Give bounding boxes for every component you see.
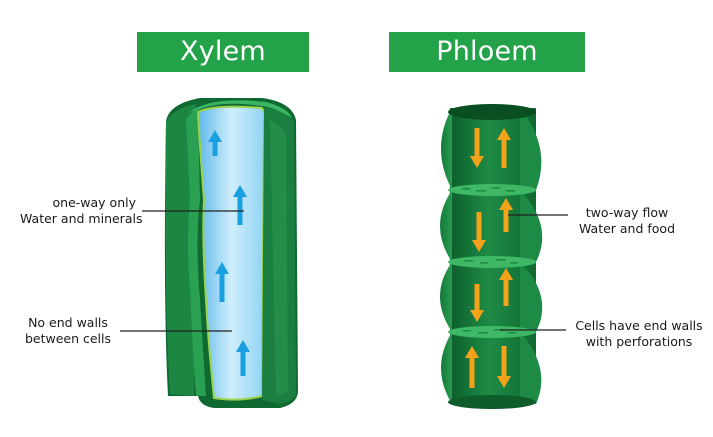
phloem-walls-line-2: with perforations xyxy=(585,334,693,349)
xylem-flow-label: one-way only Water and minerals xyxy=(20,195,143,227)
phloem-lobe xyxy=(520,262,543,332)
phloem-top-opening xyxy=(448,104,536,120)
phloem-lobe xyxy=(440,262,452,332)
perforation xyxy=(496,259,506,261)
xylem-vessel xyxy=(164,98,298,408)
phloem-lobe xyxy=(520,108,542,190)
xylem-wall-face xyxy=(165,104,196,396)
arrow-down-icon xyxy=(470,284,484,322)
phloem-lobe xyxy=(441,332,452,404)
xylem-walls-line-2: between cells xyxy=(24,331,112,346)
xylem-inner-band xyxy=(186,110,206,396)
phloem-lobe xyxy=(520,190,543,262)
perforation xyxy=(476,190,486,192)
phloem-left-lobes xyxy=(440,108,452,404)
sieve-plate xyxy=(448,256,536,268)
xylem-right-highlight xyxy=(270,120,288,396)
xylem-walls-line-1: No end walls xyxy=(28,315,108,330)
arrow-up-icon xyxy=(236,340,250,376)
xylem-flow-line-1: one-way only xyxy=(52,195,136,210)
phloem-flow-label: two-way flow Water and food xyxy=(572,205,682,237)
perforation xyxy=(478,332,488,334)
phloem-lobe xyxy=(441,108,452,190)
phloem-flow-line-2: Water and food xyxy=(578,221,676,236)
phloem-bottom-edge xyxy=(448,395,536,409)
arrow-up-icon xyxy=(499,268,513,306)
arrow-up-icon xyxy=(499,198,513,232)
perforation xyxy=(462,188,470,190)
sieve-plate xyxy=(448,184,536,196)
perforation xyxy=(506,190,515,192)
phloem-flow-line-1: two-way flow xyxy=(585,205,669,220)
phloem-walls-label: Cells have end walls with perforations xyxy=(570,318,708,350)
phloem-lobe xyxy=(520,332,542,404)
phloem-arrows xyxy=(465,128,513,388)
perforation xyxy=(508,332,516,334)
xylem-title: Xylem vessel xyxy=(137,32,309,107)
perforation xyxy=(494,329,503,331)
arrow-up-icon xyxy=(233,185,247,225)
phloem-right-lobes xyxy=(520,108,543,404)
phloem-sieve-plates xyxy=(448,184,536,338)
xylem-arrows xyxy=(208,130,250,376)
phloem-title: Phloem vessel xyxy=(389,32,585,107)
xylem-lumen xyxy=(196,105,266,401)
perforation xyxy=(480,262,488,264)
perforation xyxy=(464,260,473,262)
arrow-down-icon xyxy=(497,346,511,388)
xylem-walls-label: No end walls between cells xyxy=(20,315,116,347)
phloem-walls-line-1: Cells have end walls xyxy=(575,318,703,333)
arrow-down-icon xyxy=(472,212,486,252)
perforation xyxy=(492,187,500,189)
arrow-up-icon xyxy=(215,262,229,302)
xylem-flow-line-2: Water and minerals xyxy=(20,211,143,226)
arrow-up-icon xyxy=(465,346,479,388)
perforation xyxy=(510,262,518,264)
phloem-lobe xyxy=(440,190,452,262)
arrow-up-icon xyxy=(208,130,222,156)
xylem-top-rim xyxy=(190,100,292,118)
sieve-plate xyxy=(448,326,536,338)
arrow-up-icon xyxy=(497,128,511,168)
arrow-down-icon xyxy=(470,128,484,168)
perforation xyxy=(463,330,471,332)
phloem-vessel xyxy=(440,104,543,409)
sieve-perforations xyxy=(462,187,518,334)
